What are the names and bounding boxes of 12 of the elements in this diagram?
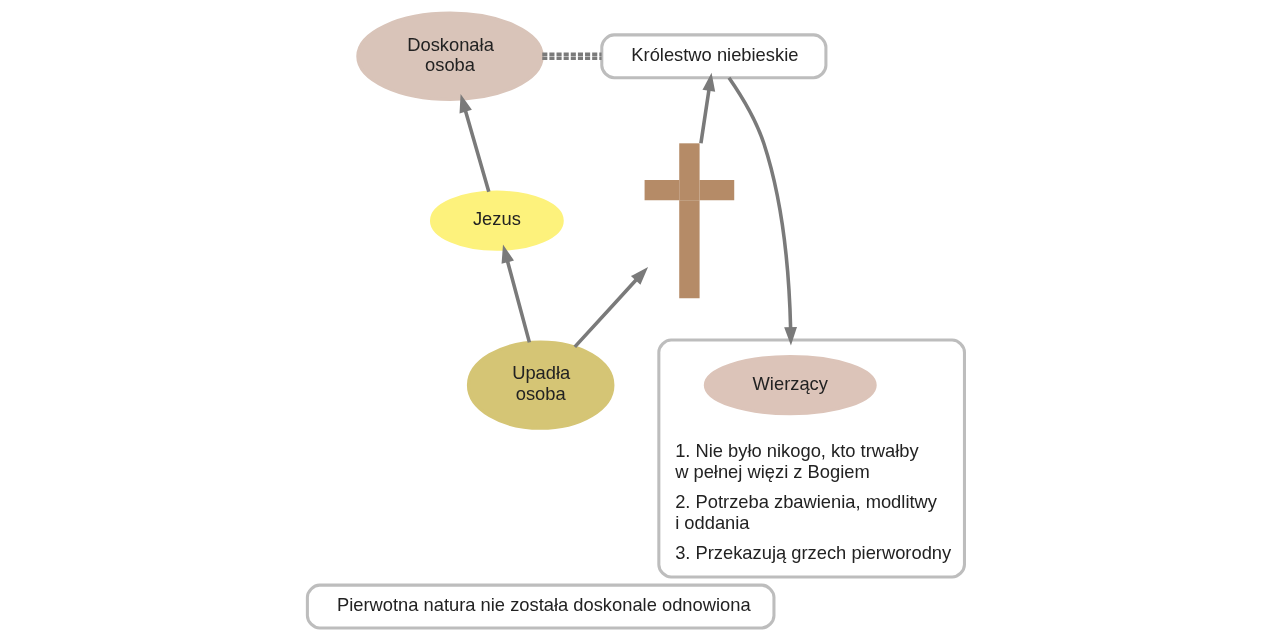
arrow (573, 266, 649, 348)
arrow (727, 76, 798, 345)
node-ellipse: Doskonała osoba (356, 11, 544, 101)
arrow (459, 93, 491, 192)
node-box: Pierwotna natura nie została doskonale odnowiona (305, 583, 776, 629)
node-ellipse: Jezus (429, 190, 564, 251)
connector (542, 51, 602, 60)
node-ellipse: Upadła osoba (466, 340, 615, 430)
arrow (699, 72, 716, 144)
node-ellipse: Wierzący (703, 354, 877, 415)
arrow (501, 243, 532, 343)
node-box: Królestwo niebieskie (600, 32, 828, 79)
